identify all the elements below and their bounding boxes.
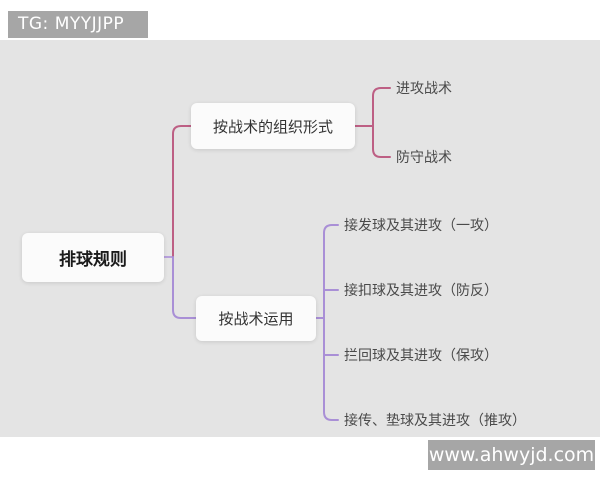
root-to-branch2-connector	[172, 256, 197, 319]
leaf-spike-receive-attack[interactable]: 接扣球及其进攻（防反）	[344, 283, 498, 299]
branch-node-tactic-application[interactable]: 按战术运用	[196, 296, 316, 341]
tg-watermark-badge: TG: MYYJJPP	[8, 11, 148, 38]
root-to-branch1-connector	[172, 125, 192, 258]
leaf-pass-dig-attack[interactable]: 接传、垫球及其进攻（推攻）	[344, 413, 526, 429]
root-node[interactable]: 排球规则	[22, 233, 164, 282]
branch2-bracket	[323, 224, 339, 421]
leaf-serve-receive-attack[interactable]: 接发球及其进攻（一攻）	[344, 218, 498, 234]
leaf-block-return-attack[interactable]: 拦回球及其进攻（保攻）	[344, 348, 498, 364]
leaf-attack-tactics[interactable]: 进攻战术	[396, 81, 452, 97]
branch1-bracket	[372, 87, 391, 158]
website-watermark-badge: www.ahwyjd.com	[428, 440, 595, 470]
branch-node-tactic-organization[interactable]: 按战术的组织形式	[191, 103, 355, 149]
leaf-defense-tactics[interactable]: 防守战术	[396, 150, 452, 166]
